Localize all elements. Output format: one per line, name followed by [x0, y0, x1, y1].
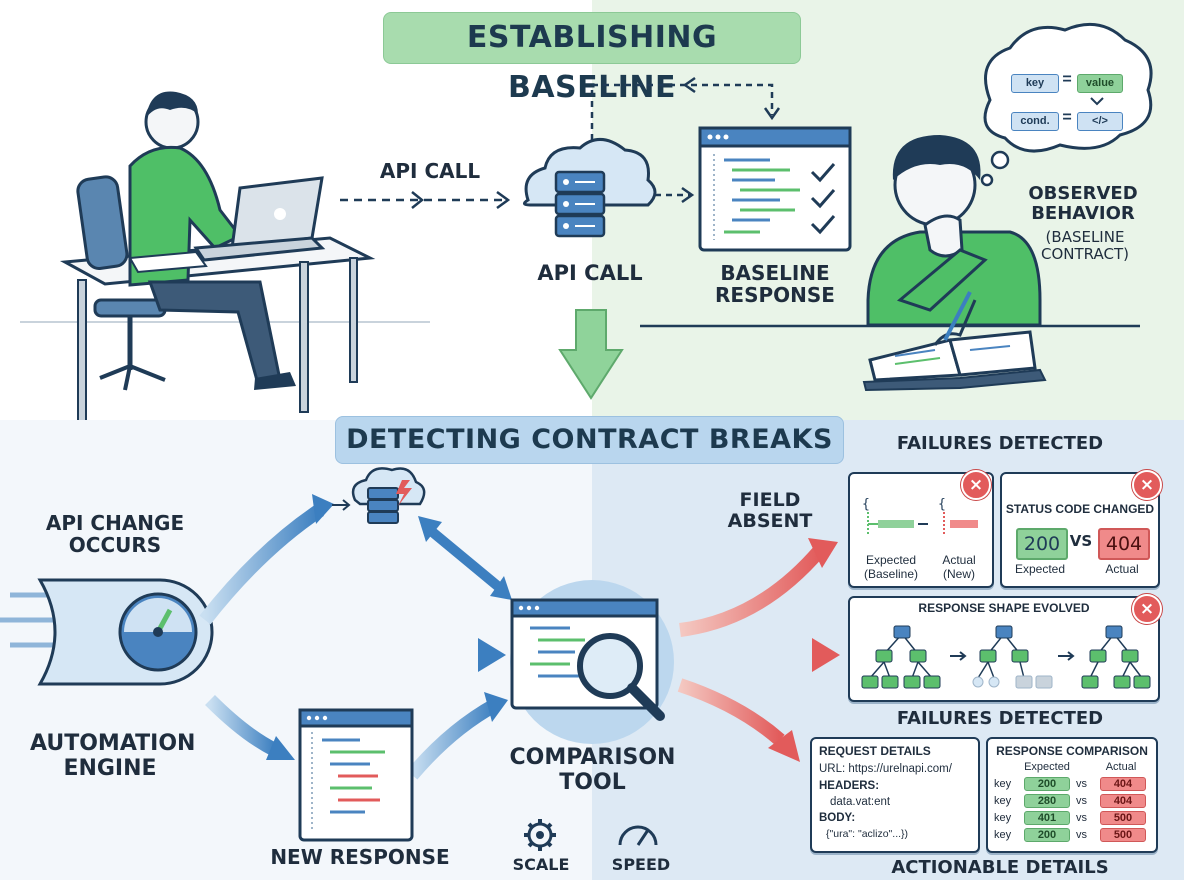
- row-actual-value: 404: [1100, 794, 1146, 808]
- svg-text:{: {: [938, 497, 946, 512]
- response-comparison-card: RESPONSE COMPARISON Expected Actual key …: [986, 737, 1158, 853]
- scale-label: SCALE: [512, 855, 570, 874]
- establishing-baseline-banner: ESTABLISHING BASELINE: [383, 12, 801, 105]
- row-expected-value: 200: [1024, 777, 1070, 791]
- changed-api-server-icon: [332, 467, 426, 524]
- row-key: key: [994, 829, 1012, 841]
- thought-cond-chip: cond.: [1011, 112, 1059, 131]
- baseline-response-window: [698, 126, 852, 252]
- failures-detected-title-top: FAILURES DETECTED: [896, 433, 1104, 454]
- row-vs: vs: [1076, 812, 1087, 824]
- comparison-rows: key 200 vs 404 key 280 vs 404 key 401 vs…: [994, 777, 1150, 849]
- field-actual-label: Actual: [942, 553, 976, 567]
- thought-code-chip: </>: [1077, 112, 1123, 131]
- row-actual-value: 404: [1100, 777, 1146, 791]
- api-call-dashed-arrow: [340, 190, 511, 210]
- column-actual-header: Actual: [1105, 761, 1137, 773]
- comparison-row: key 200 vs 404: [994, 777, 1150, 794]
- row-expected-value: 280: [1024, 794, 1070, 808]
- comparison-row: key 401 vs 500: [994, 811, 1150, 828]
- request-details-card: REQUEST DETAILS URL: https://urelnapi.co…: [810, 737, 980, 853]
- request-body-label: BODY:: [819, 812, 856, 824]
- field-actual-sub: (New): [943, 567, 975, 581]
- row-actual-value: 500: [1100, 828, 1146, 842]
- detection-flow-illustration: [0, 467, 840, 851]
- response-comparison-title: RESPONSE COMPARISON: [996, 744, 1148, 758]
- field-absent-card: { { Expected (Baseline) Actual (New): [848, 472, 994, 588]
- comparison-tool-label: COMPARISON TOOL: [509, 745, 676, 795]
- thought-bubble: [980, 22, 1153, 187]
- automation-engine-label: AUTOMATION ENGINE: [30, 731, 196, 781]
- svg-text:{: {: [862, 497, 870, 512]
- loop-dashed-arrow: [590, 76, 781, 140]
- status-code-close-icon: ×: [1132, 470, 1162, 500]
- request-details-title: REQUEST DETAILS: [819, 744, 931, 758]
- row-expected-value: 200: [1024, 828, 1070, 842]
- api-call-label: API CALL: [537, 261, 643, 285]
- field-absent-close-icon: ×: [961, 470, 991, 500]
- row-key: key: [994, 812, 1012, 824]
- thought-equals-2: =: [1062, 109, 1072, 126]
- field-diff-graphic: { {: [862, 497, 978, 536]
- row-vs: vs: [1076, 795, 1087, 807]
- speed-label: SPEED: [611, 855, 671, 874]
- row-key: key: [994, 778, 1012, 790]
- request-headers-value: data.vat:ent: [830, 796, 891, 808]
- request-url: URL: https://urelnapi.com/: [819, 763, 952, 775]
- thought-value-chip: value: [1077, 74, 1123, 93]
- speed-gauge-icon: [618, 825, 658, 846]
- api-change-occurs-label: API CHANGE OCCURS: [45, 511, 185, 558]
- detecting-contract-breaks-banner: DETECTING CONTRACT BREAKS: [335, 416, 844, 464]
- row-vs: vs: [1076, 778, 1087, 790]
- comparison-row: key 280 vs 404: [994, 794, 1150, 811]
- baseline-contract-label: (BASELINE CONTRACT): [1041, 228, 1129, 264]
- automation-engine-icon: [0, 578, 214, 686]
- status-actual-label: Actual: [1105, 562, 1139, 576]
- down-arrow-icon: [558, 309, 624, 400]
- actual-status-code: 404: [1098, 528, 1150, 560]
- scale-gear-icon: [524, 819, 556, 851]
- observed-behavior-label: OBSERVED BEHAVIOR: [1028, 183, 1138, 225]
- baseline-illustration: [20, 22, 1153, 420]
- new-response-label: NEW RESPONSE: [270, 845, 450, 869]
- status-vs-label: VS: [1069, 532, 1093, 550]
- row-vs: vs: [1076, 829, 1087, 841]
- developer-at-desk-illustration: [20, 91, 430, 420]
- status-code-card: STATUS CODE CHANGED 200 VS 404 Expected …: [1000, 472, 1160, 588]
- baseline-response-label: BASELINE RESPONSE: [715, 261, 835, 308]
- request-body-value: {"ura": "aclizo"...}): [826, 828, 909, 840]
- thinking-person-illustration: [640, 135, 1140, 392]
- column-expected-header: Expected: [1024, 761, 1070, 773]
- actionable-details-title: ACTIONABLE DETAILS: [891, 857, 1109, 878]
- api-server-cloud-icon: [523, 138, 657, 238]
- status-code-title: STATUS CODE CHANGED: [1005, 502, 1155, 516]
- comparison-row: key 200 vs 500: [994, 828, 1150, 845]
- response-shape-title: RESPONSE SHAPE EVOLVED: [918, 601, 1090, 615]
- failures-detected-title-mid: FAILURES DETECTED: [896, 708, 1104, 729]
- expected-status-code: 200: [1016, 528, 1068, 560]
- response-shape-close-icon: ×: [1132, 594, 1162, 624]
- row-key: key: [994, 795, 1012, 807]
- field-absent-label: FIELD ABSENT: [727, 489, 813, 533]
- row-expected-value: 401: [1024, 811, 1070, 825]
- row-actual-value: 500: [1100, 811, 1146, 825]
- response-dashed-arrow: [655, 186, 695, 204]
- request-headers-label: HEADERS:: [819, 780, 880, 792]
- field-expected-label: Expected: [865, 553, 917, 567]
- field-expected-sub: (Baseline): [863, 567, 919, 581]
- shape-evolution-graphic: [861, 625, 1151, 689]
- response-shape-card: RESPONSE SHAPE EVOLVED: [848, 596, 1160, 702]
- comparison-tool-icon: [510, 580, 674, 744]
- thought-key-chip: key: [1011, 74, 1059, 93]
- status-expected-label: Expected: [1014, 562, 1066, 576]
- thought-equals-1: =: [1062, 71, 1072, 88]
- api-call-arrow-label: API CALL: [379, 159, 481, 183]
- new-response-window: [298, 708, 414, 842]
